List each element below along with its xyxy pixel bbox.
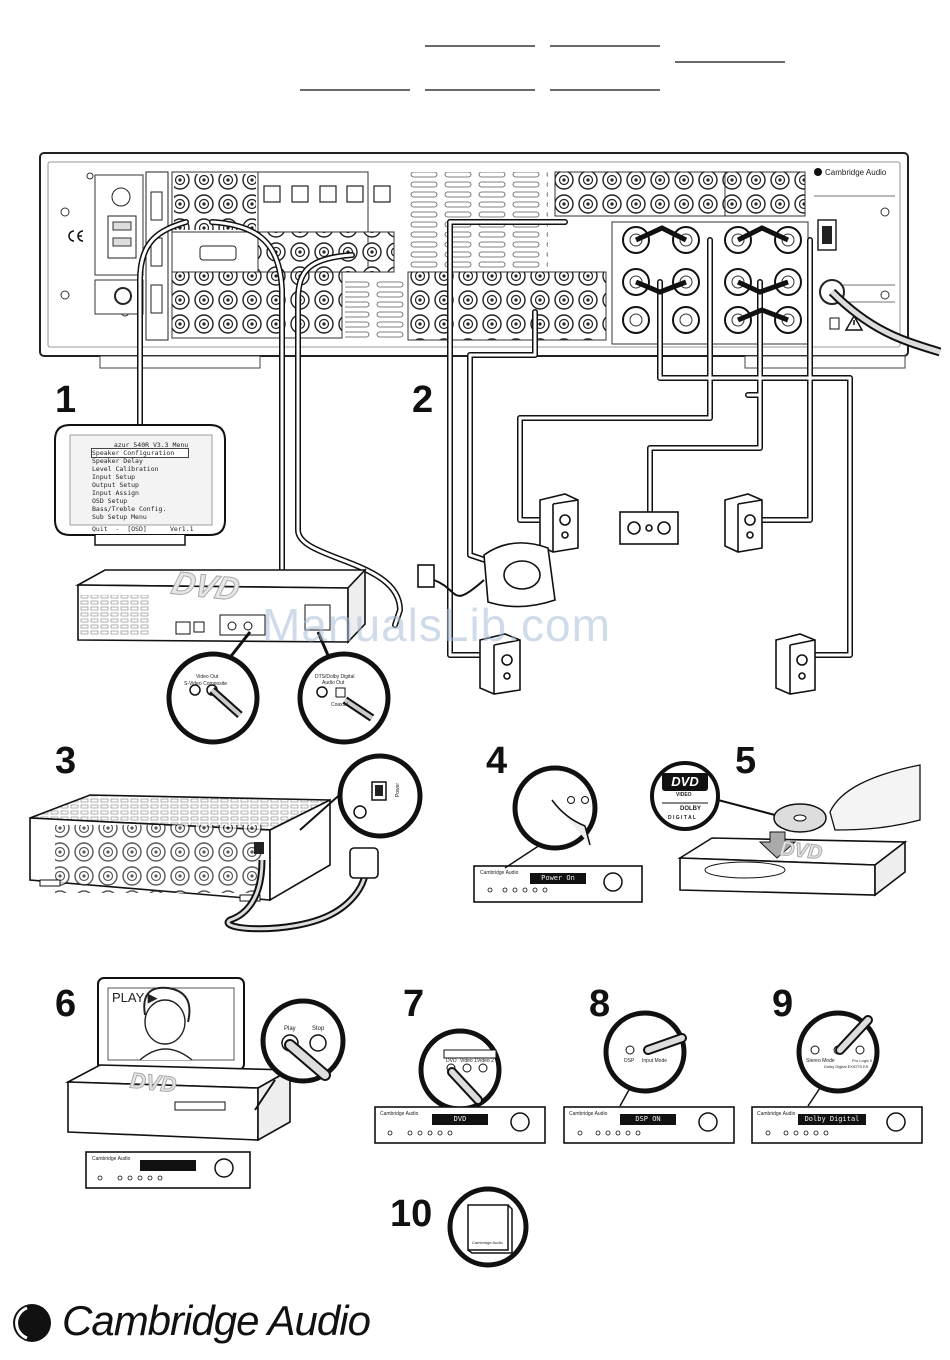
tv-menu-quit: Quit - [OSD] xyxy=(92,525,147,533)
tv-menu-item-4: Input Setup xyxy=(92,473,136,481)
tv-menu-item-6: Input Assign xyxy=(92,489,139,497)
step9 xyxy=(751,1010,923,1144)
zoom-coax-title: DTS/Dolby Digital xyxy=(315,674,355,680)
step7-label-video1: Video 1 xyxy=(460,1058,477,1064)
step9-lcd-display: Dolby Digital xyxy=(798,1114,866,1125)
step9-label-stereo: Stereo Mode xyxy=(806,1058,835,1064)
rear-left-speaker xyxy=(479,633,521,695)
step7-lcd-display: DVD xyxy=(432,1114,488,1125)
receiver-rear-panel xyxy=(39,152,942,369)
tv-menu-item-8: Bass/Treble Config. xyxy=(92,505,167,513)
step7-brand: Cambridge Audio xyxy=(380,1111,419,1117)
receiver-angled xyxy=(29,753,423,933)
dvd-player xyxy=(74,567,367,645)
step-number-2: 2 xyxy=(412,379,434,421)
step7 xyxy=(374,1028,546,1144)
step7-label-video2: Video 2 xyxy=(477,1058,494,1064)
manual-book-icon xyxy=(447,1186,529,1268)
dvd-player-logo: DVD xyxy=(167,564,244,608)
tv-menu-version: Ver1.1 xyxy=(170,525,194,533)
step8-label-input-mode: Input Mode xyxy=(642,1058,668,1064)
step-number-8: 8 xyxy=(589,983,611,1025)
play-button-label: Play xyxy=(284,1026,296,1032)
step9-brand: Cambridge Audio xyxy=(757,1111,796,1117)
tv-menu-item-5: Output Setup xyxy=(92,481,139,489)
step-number-3: 3 xyxy=(55,740,77,782)
tv-menu-item-1: Speaker Configuration xyxy=(91,448,189,458)
speakers xyxy=(417,493,816,695)
step4-brand: Cambridge Audio xyxy=(480,870,519,876)
step4-lcd-display: Power On xyxy=(530,873,586,884)
step8-brand: Cambridge Audio xyxy=(569,1111,608,1117)
step9-label-dolby-ex: Dolby Digital EX/DTS ES xyxy=(824,1064,869,1069)
step6-lcd-display xyxy=(140,1160,196,1171)
step-number-9: 9 xyxy=(772,983,794,1025)
zoom-coax-sub: Audio Out xyxy=(322,680,345,686)
center-speaker xyxy=(619,511,679,545)
tv-menu-item-9: Sub Setup Menu xyxy=(92,513,147,521)
ce-mark-icon xyxy=(68,230,84,242)
tv-menu-item-3: Level Calibration xyxy=(92,465,159,473)
wall-plug xyxy=(417,564,485,597)
cambridge-small-logo-icon xyxy=(814,168,822,176)
step5-dvd xyxy=(650,761,921,897)
header-blank-lines xyxy=(300,45,785,91)
rear-right-speaker xyxy=(775,633,816,695)
step-number-10: 10 xyxy=(390,1193,433,1235)
step4-receiver xyxy=(473,765,643,903)
step6 xyxy=(64,977,346,1189)
manual-brand: Cambridge Audio xyxy=(472,1240,503,1245)
step-number-4: 4 xyxy=(486,740,508,782)
stop-button-label: Stop xyxy=(312,1026,325,1032)
step7-label-dvd: DVD xyxy=(446,1058,457,1064)
step5-dvd-player-logo: DVD xyxy=(779,837,824,865)
front-left-speaker xyxy=(539,493,579,553)
tv-menu-item-2: Speaker Delay xyxy=(92,457,143,465)
subwoofer xyxy=(483,542,556,608)
zoom-video-out-sub: S-Video Composite xyxy=(184,681,227,687)
warning-icon xyxy=(844,314,864,331)
rear-panel-brand: Cambridge Audio xyxy=(825,168,887,177)
zoom-coax-out xyxy=(297,631,391,745)
zoom-video-out-title: Video Out xyxy=(196,674,219,680)
tv-menu-title: azur 540R V3.3 Menu xyxy=(113,441,189,449)
footer-brand-name: Cambridge Audio xyxy=(62,1297,371,1344)
step-number-7: 7 xyxy=(403,983,425,1025)
dolby-logo-icon: DOLBY xyxy=(680,806,701,812)
step6-brand: Cambridge Audio xyxy=(92,1156,131,1162)
zoom-video-out xyxy=(166,631,260,745)
dvd-logo-icon: DVD xyxy=(671,774,699,789)
cables-inner xyxy=(138,220,852,657)
tv-menu-item-7: OSD Setup xyxy=(92,497,128,505)
step8 xyxy=(563,1010,735,1144)
zoom-coax-sub2: Coaxial xyxy=(331,702,348,708)
tv-play-text: PLAY ▶ xyxy=(112,990,158,1005)
cambridge-logo-icon xyxy=(13,1304,51,1342)
dvd-logo-video: VIDEO xyxy=(676,792,692,798)
tv-menu: azur 540R V3.3 Menu Speaker Configuratio… xyxy=(91,441,210,533)
step3-power-label: Power xyxy=(395,782,402,798)
step8-lcd-display: DSP ON xyxy=(620,1114,676,1125)
step6-dvd-player-logo: DVD xyxy=(128,1067,178,1098)
bin-icon xyxy=(829,317,840,330)
step8-label-dsp: DSP xyxy=(624,1058,635,1064)
watermark-text: ManualsLib.com xyxy=(262,599,611,651)
dolby-logo-digital: D I G I T A L xyxy=(668,815,696,821)
front-right-speaker xyxy=(724,493,763,553)
step9-label-pro-logic: Pro Logic II xyxy=(852,1058,873,1063)
step-number-6: 6 xyxy=(55,983,77,1025)
step-number-1: 1 xyxy=(55,379,77,421)
step-number-5: 5 xyxy=(735,740,757,782)
